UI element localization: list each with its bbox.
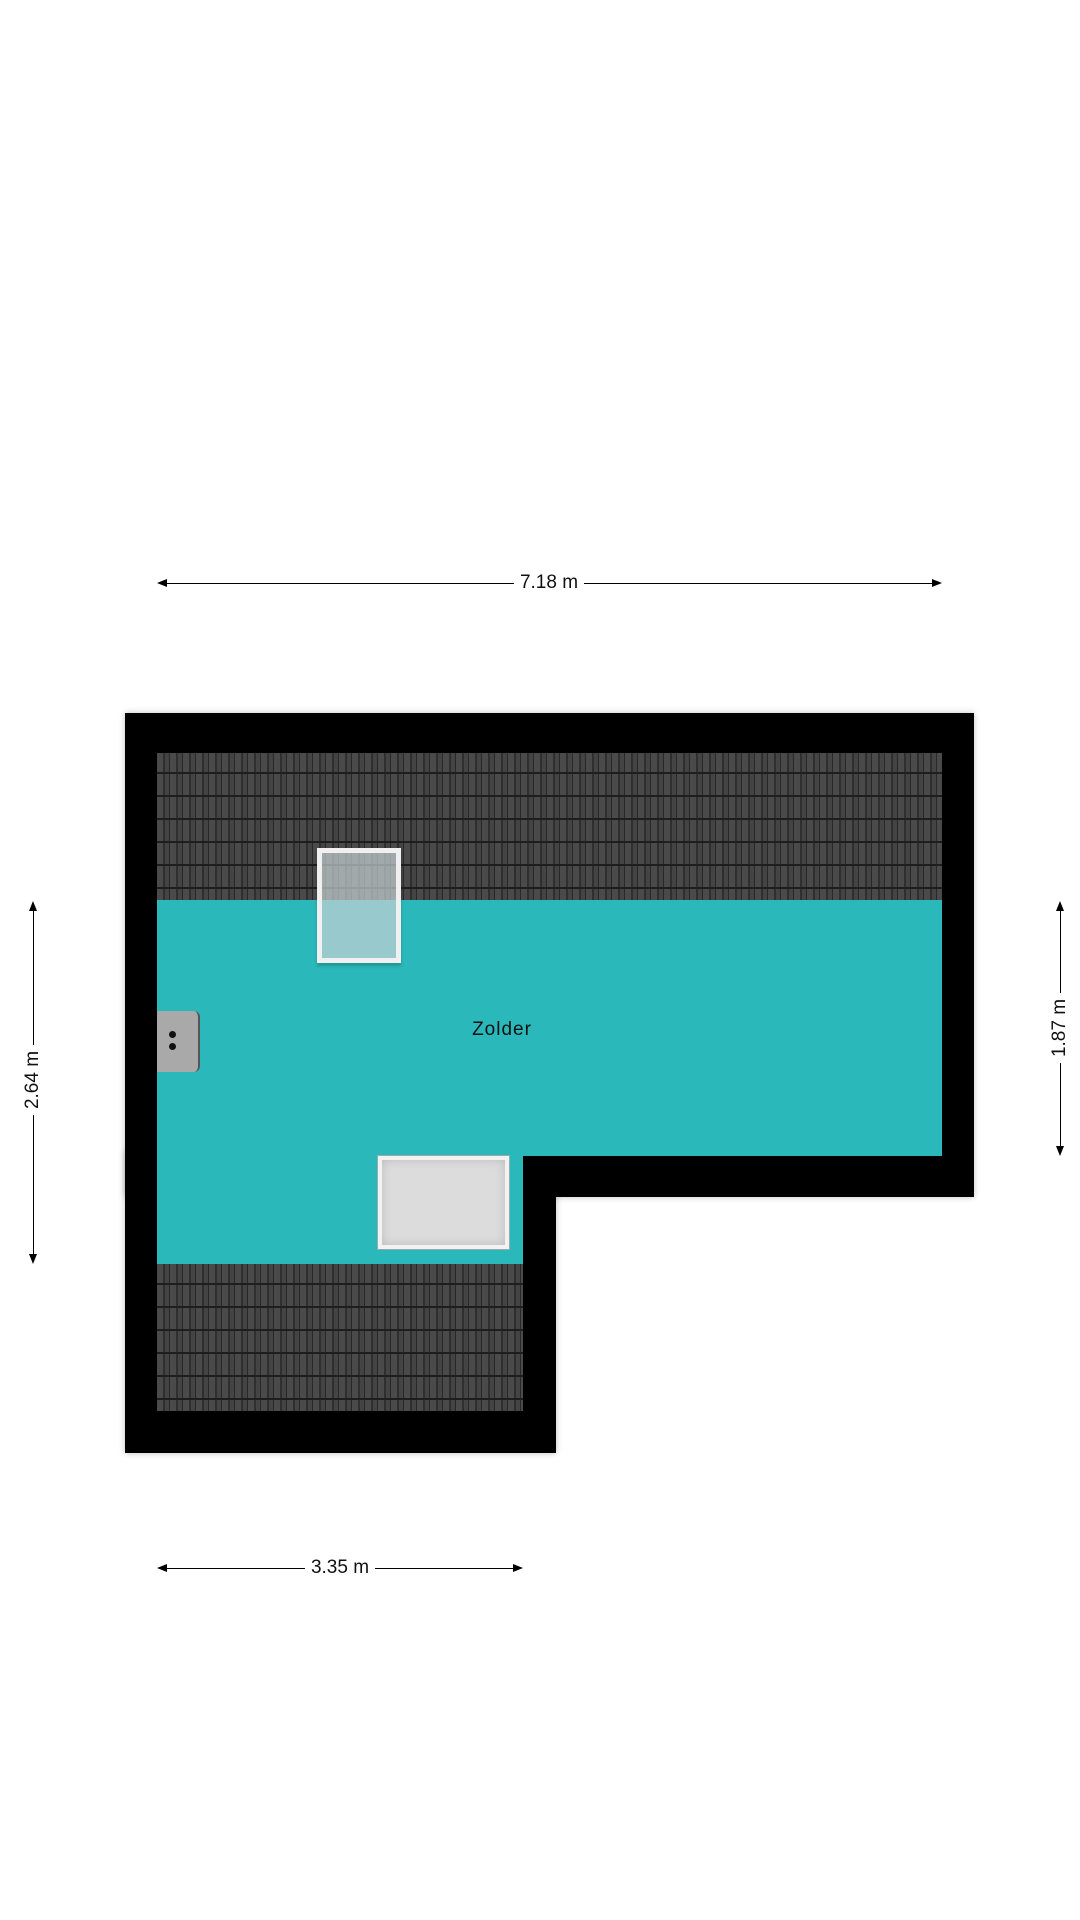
arrow-left-icon (157, 1564, 167, 1572)
dimension-label-bottom: 3.35 m (304, 1557, 376, 1579)
arrow-right-icon (513, 1564, 523, 1572)
arrow-down-icon (1056, 1146, 1064, 1156)
room-label: Zolder (472, 1019, 532, 1040)
roof-tiles-top (157, 753, 942, 900)
arrow-right-icon (932, 579, 942, 587)
dimension-label-top: 7.18 m (513, 572, 585, 594)
arrow-up-icon (29, 901, 37, 911)
floor-area-main (157, 900, 942, 1156)
dimension-label-left: 2.64 m (22, 1044, 44, 1116)
arrow-down-icon (29, 1254, 37, 1264)
roof-tiles-bottom (157, 1264, 523, 1411)
floor-hatch (377, 1155, 510, 1250)
wall-fixture-icon (157, 1011, 200, 1072)
arrow-up-icon (1056, 901, 1064, 911)
dimension-label-right: 1.87 m (1049, 992, 1071, 1064)
skylight (317, 848, 401, 963)
arrow-left-icon (157, 579, 167, 587)
